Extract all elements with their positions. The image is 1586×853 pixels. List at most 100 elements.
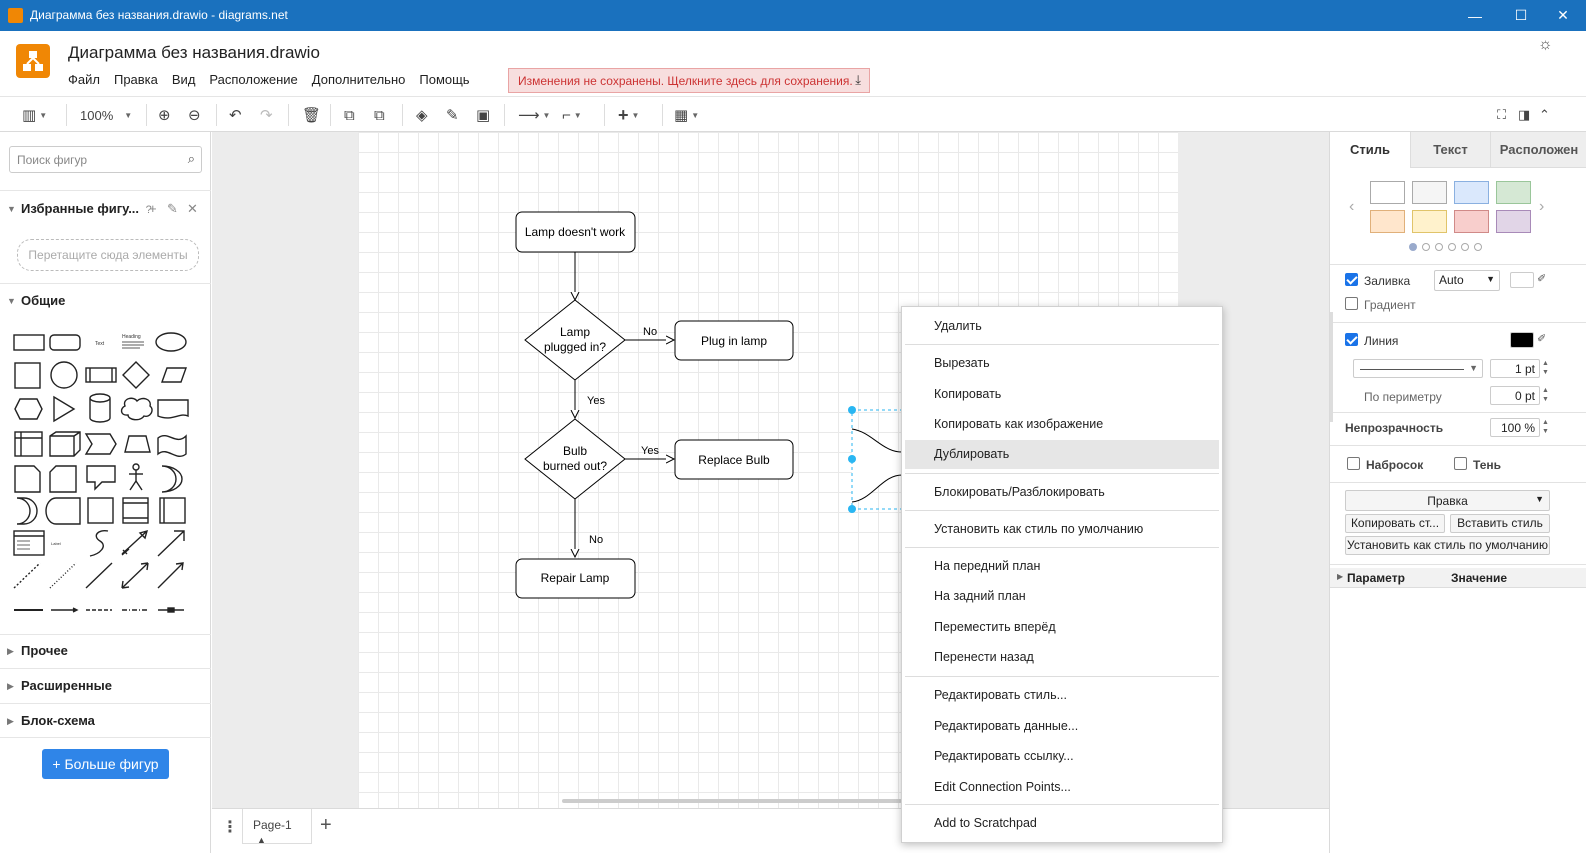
eyedropper-icon[interactable]: ✐ xyxy=(1537,333,1547,345)
menu-help[interactable]: Помощь xyxy=(419,72,470,87)
menu-item-edit-style[interactable]: Редактировать стиль... xyxy=(934,688,1068,702)
style-swatch[interactable] xyxy=(1454,210,1489,233)
menu-item-delete[interactable]: Удалить xyxy=(934,319,982,333)
close-button[interactable]: ✕ xyxy=(1557,7,1569,23)
menu-arrange[interactable]: Расположение xyxy=(209,72,298,87)
swatch-pager[interactable] xyxy=(1409,243,1482,251)
eyedropper-icon[interactable]: ✐ xyxy=(1537,273,1547,285)
paste-style-button[interactable]: Вставить стиль xyxy=(1450,514,1550,533)
style-swatch[interactable] xyxy=(1454,181,1489,204)
chevron-right-icon[interactable]: › xyxy=(1539,198,1545,215)
style-swatch[interactable] xyxy=(1370,210,1405,233)
line-width-input[interactable]: 1 pt xyxy=(1490,359,1540,378)
fill-checkbox[interactable] xyxy=(1345,273,1358,286)
line-color-swatch[interactable] xyxy=(1510,332,1534,348)
tab-style[interactable]: Стиль xyxy=(1330,132,1410,168)
line-pattern-select[interactable]: ▼ xyxy=(1353,359,1483,378)
menu-item-set-default-style[interactable]: Установить как стиль по умолчанию xyxy=(934,522,1144,536)
copy-style-button[interactable]: Копировать ст... xyxy=(1345,514,1445,533)
fullscreen-button[interactable]: ⛶ xyxy=(1497,105,1506,125)
shadow-button[interactable]: ▣ xyxy=(476,105,490,125)
minimize-button[interactable]: — xyxy=(1468,7,1482,24)
edit-icon[interactable]: ✎ xyxy=(167,201,178,216)
delete-button[interactable]: 🗑 xyxy=(302,105,321,125)
insert-button[interactable]: +▼ xyxy=(618,105,639,125)
tab-text[interactable]: Текст xyxy=(1410,132,1490,168)
menu-extras[interactable]: Дополнительно xyxy=(311,72,406,87)
line-checkbox[interactable] xyxy=(1345,333,1358,346)
zoom-in-button[interactable]: ⊕ xyxy=(158,105,171,125)
perimeter-input[interactable]: 0 pt xyxy=(1490,386,1540,405)
more-shapes-button[interactable]: + Больше фигур xyxy=(42,749,169,779)
properties-table-header[interactable]: ▶ Параметр Значение xyxy=(1330,568,1586,588)
menu-item-duplicate[interactable]: Дублировать xyxy=(905,440,1219,469)
style-swatch[interactable] xyxy=(1496,181,1531,204)
document-title[interactable]: Диаграмма без названия.drawio xyxy=(68,43,320,62)
menu-item-copy[interactable]: Копировать xyxy=(934,387,1002,401)
chevron-left-icon[interactable]: ‹ xyxy=(1349,198,1355,215)
style-swatch[interactable] xyxy=(1496,210,1531,233)
menu-item-copy-as-image[interactable]: Копировать как изображение xyxy=(934,417,1104,431)
sketch-checkbox[interactable] xyxy=(1347,457,1360,470)
fill-type-select[interactable]: Auto▼ xyxy=(1434,270,1500,291)
menu-file[interactable]: Файл xyxy=(68,72,100,87)
style-swatch[interactable] xyxy=(1370,181,1405,204)
theme-toggle-icon[interactable]: ☼ xyxy=(1538,36,1553,53)
style-swatch[interactable] xyxy=(1412,210,1447,233)
menu-item-lock-unlock[interactable]: Блокировать/Разблокировать xyxy=(934,485,1105,499)
menu-item-edit-connection-points[interactable]: Edit Connection Points... xyxy=(934,780,1071,794)
tab-arrange[interactable]: Расположен xyxy=(1490,132,1586,168)
to-front-button[interactable]: ⧉ xyxy=(344,105,355,125)
panel-toggle-button[interactable]: ▥▼ xyxy=(22,105,47,125)
unsaved-changes-banner[interactable]: Изменения не сохранены. Щелкните здесь д… xyxy=(508,68,870,93)
to-back-button[interactable]: ⧉ xyxy=(374,105,385,125)
close-icon[interactable]: ✕ xyxy=(187,201,198,216)
table-button[interactable]: ▦▼ xyxy=(674,105,699,125)
diagram-drawing[interactable]: Lamp doesn't work Lamp plugged in? Plug … xyxy=(212,132,1329,808)
favorites-section-header[interactable]: ▼ Избранные фигу... ? + ✎ ✕ xyxy=(0,197,211,221)
line-color-button[interactable]: ✎ xyxy=(446,105,459,125)
other-section-header[interactable]: ▶ Прочее xyxy=(0,639,211,663)
collapse-button[interactable]: ⌃ xyxy=(1539,105,1550,125)
waypoints-button[interactable]: ⌐▼ xyxy=(562,105,582,125)
style-swatch[interactable] xyxy=(1412,181,1447,204)
advanced-section-header[interactable]: ▶ Расширенные xyxy=(0,674,211,698)
maximize-button[interactable]: ☐ xyxy=(1514,7,1528,23)
add-page-icon[interactable]: + xyxy=(320,814,332,836)
menu-item-to-front[interactable]: На передний план xyxy=(934,559,1041,573)
shadow-checkbox[interactable] xyxy=(1454,457,1467,470)
search-input[interactable]: Поиск фигур ⌕ xyxy=(9,146,202,173)
general-shapes-palette[interactable]: Text Heading Label xyxy=(10,326,200,626)
panel-scrollbar[interactable] xyxy=(1330,312,1333,422)
edit-style-select[interactable]: Правка▼ xyxy=(1345,490,1550,511)
connection-style-button[interactable]: ⟶▼ xyxy=(518,105,550,125)
menu-edit[interactable]: Правка xyxy=(113,72,158,87)
help-icon[interactable]: ? xyxy=(145,204,152,216)
menu-item-edit-link[interactable]: Редактировать ссылку... xyxy=(934,749,1074,763)
set-default-style-button[interactable]: Установить как стиль по умолчанию xyxy=(1345,536,1550,555)
add-icon[interactable]: + xyxy=(149,201,157,216)
fill-color-swatch[interactable] xyxy=(1510,272,1534,288)
general-section-header[interactable]: ▼ Общие xyxy=(0,289,211,313)
scratchpad-dropzone[interactable]: Перетащите сюда элементы xyxy=(17,239,199,271)
menu-item-add-to-scratchpad[interactable]: Add to Scratchpad xyxy=(934,816,1037,830)
menu-item-send-backward[interactable]: Перенести назад xyxy=(934,650,1034,664)
zoom-out-button[interactable]: ⊖ xyxy=(188,105,201,125)
menu-item-cut[interactable]: Вырезать xyxy=(934,356,990,370)
perimeter-stepper[interactable]: ▲▼ xyxy=(1542,387,1549,403)
gradient-checkbox[interactable] xyxy=(1345,297,1358,310)
opacity-stepper[interactable]: ▲▼ xyxy=(1542,419,1549,435)
page-tab[interactable]: Page-1 ▲ xyxy=(242,809,312,845)
opacity-input[interactable]: 100 % xyxy=(1490,418,1540,437)
menu-view[interactable]: Вид xyxy=(171,72,196,87)
undo-button[interactable]: ↶ xyxy=(229,105,242,125)
menu-item-to-back[interactable]: На задний план xyxy=(934,589,1026,603)
page-menu-icon[interactable]: ⋮ xyxy=(222,819,238,836)
flowchart-section-header[interactable]: ▶ Блок-схема xyxy=(0,709,211,733)
menu-item-edit-data[interactable]: Редактировать данные... xyxy=(934,719,1079,733)
chevron-up-icon[interactable]: ▲ xyxy=(257,835,266,845)
redo-button[interactable]: ↷ xyxy=(260,105,273,125)
format-panel-button[interactable]: ◨ xyxy=(1518,105,1530,125)
fill-color-button[interactable]: ◈ xyxy=(416,105,428,125)
menu-item-bring-forward[interactable]: Переместить вперёд xyxy=(934,620,1056,634)
